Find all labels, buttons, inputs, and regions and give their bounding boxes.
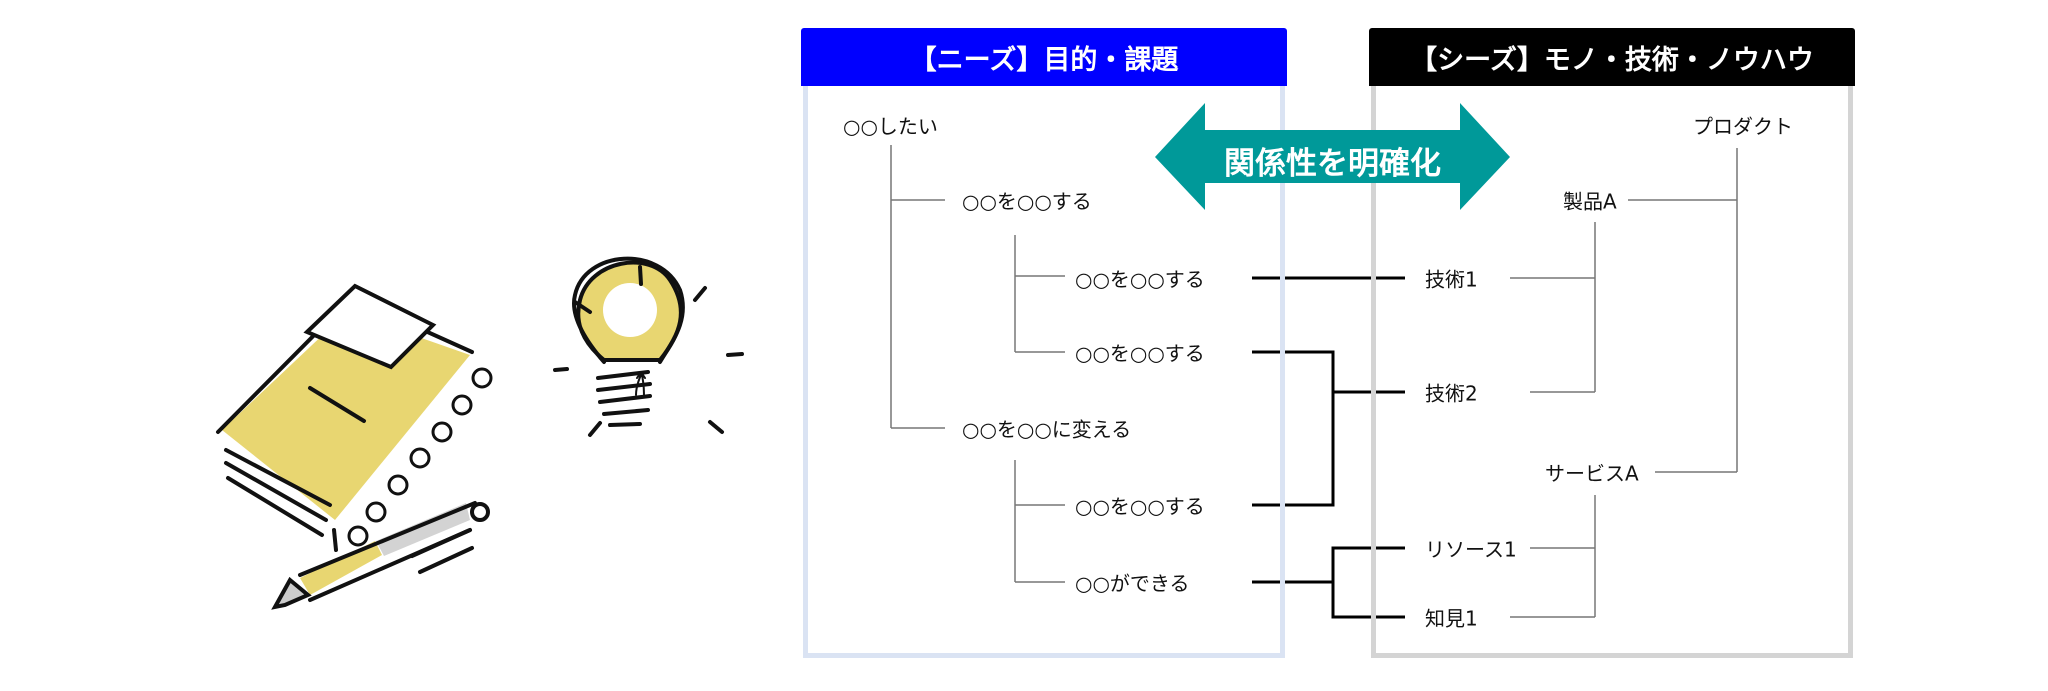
needs-item: ○○を○○に変える bbox=[962, 417, 1132, 442]
seeds-item: 技術1 bbox=[1425, 267, 1478, 292]
needs-root: ○○したい bbox=[843, 114, 938, 139]
needs-header: 【ニーズ】目的・課題 bbox=[801, 28, 1287, 86]
lightbulb-icon bbox=[553, 256, 744, 437]
needs-item: ○○を○○する bbox=[1075, 341, 1205, 366]
needs-panel bbox=[803, 86, 1285, 658]
seeds-item: リソース1 bbox=[1425, 537, 1517, 562]
seeds-item: 知見1 bbox=[1425, 606, 1478, 631]
needs-item: ○○を○○する bbox=[1075, 494, 1205, 519]
seeds-item: サービスA bbox=[1545, 461, 1639, 486]
pen-icon bbox=[271, 501, 490, 610]
double-arrow-icon bbox=[1155, 103, 1510, 210]
arrow-label: 関係性を明確化 bbox=[1224, 145, 1441, 182]
needs-item: ○○を○○する bbox=[1075, 267, 1205, 292]
seeds-item: 製品A bbox=[1563, 189, 1617, 214]
needs-item: ○○ができる bbox=[1075, 571, 1190, 596]
seeds-item: 技術2 bbox=[1425, 381, 1478, 406]
seeds-header: 【シーズ】モノ・技術・ノウハウ bbox=[1369, 28, 1855, 86]
needs-item: ○○を○○する bbox=[962, 189, 1092, 214]
seeds-root: プロダクト bbox=[1693, 114, 1793, 139]
seeds-panel bbox=[1371, 86, 1853, 658]
notebook-icon bbox=[216, 283, 493, 552]
